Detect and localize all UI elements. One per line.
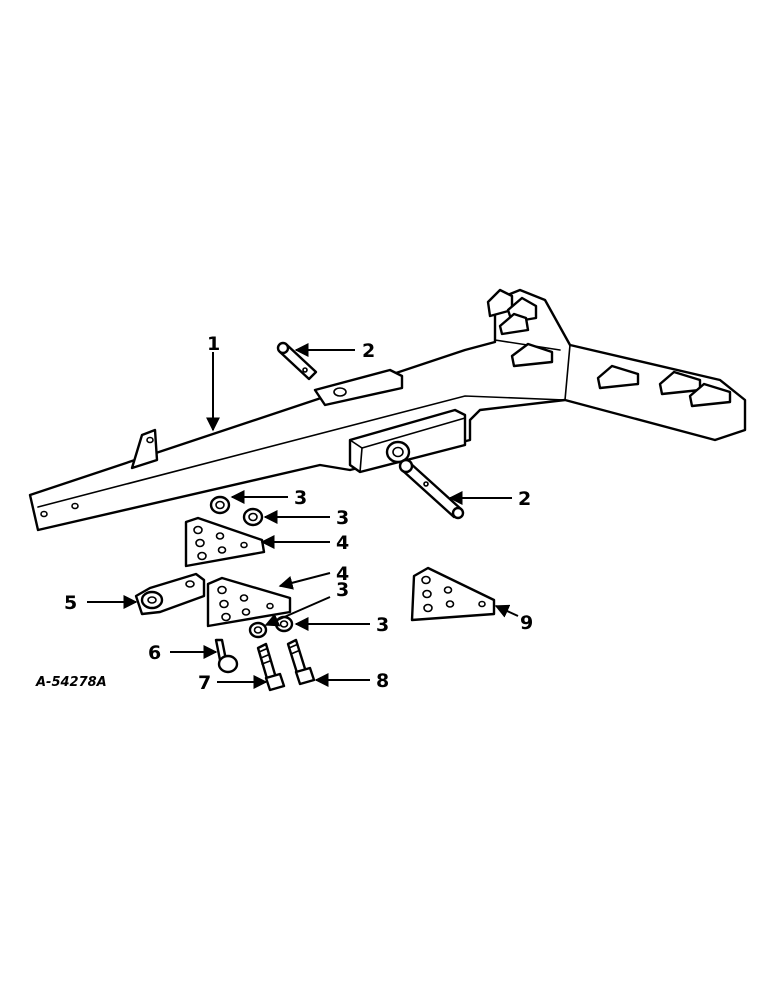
callout-1: 1 — [207, 333, 220, 355]
callout-5: 5 — [64, 592, 77, 614]
callout-6: 6 — [148, 642, 161, 664]
bolt-8 — [286, 638, 316, 686]
frame-lugs — [486, 288, 732, 408]
callout-9: 9 — [520, 612, 533, 634]
callout-4-lower: 4 — [336, 563, 349, 585]
callout-4-upper: 4 — [336, 532, 349, 554]
callout-3-b: 3 — [336, 507, 349, 529]
callout-3-a: 3 — [294, 487, 307, 509]
washer-2 — [242, 507, 264, 527]
callout-7: 7 — [198, 672, 211, 694]
callout-3-c: 3 — [336, 579, 349, 601]
callout-2-upper: 2 — [362, 340, 375, 362]
pin-lower — [398, 458, 465, 520]
callout-2-lower: 2 — [518, 488, 531, 510]
callout-8: 8 — [376, 670, 389, 692]
clevis-pin — [214, 638, 239, 674]
bolt-7 — [256, 642, 286, 692]
callout-3-d: 3 — [376, 614, 389, 636]
washer-3 — [248, 621, 268, 639]
pin-upper — [276, 341, 318, 381]
washer-1 — [209, 495, 231, 515]
plate-upper — [184, 516, 266, 568]
clevis — [134, 572, 206, 616]
figure-id: A-54278A — [35, 675, 107, 690]
plate-9 — [410, 566, 496, 622]
main-frame — [28, 288, 747, 532]
